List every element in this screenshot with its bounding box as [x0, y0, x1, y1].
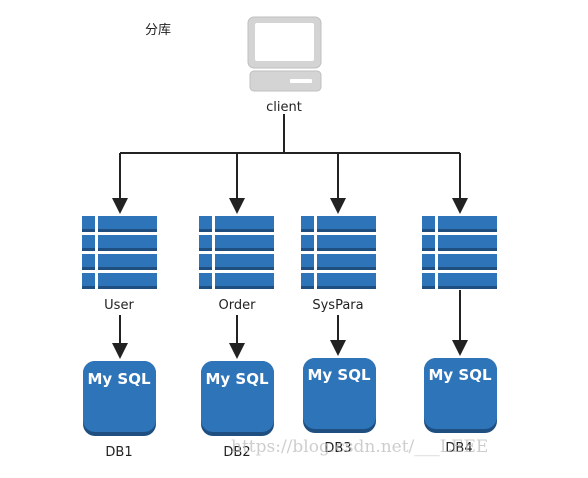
table-order-label: Order [219, 298, 257, 313]
table-syspara-icon [301, 216, 376, 289]
table-db-connectors [112, 290, 468, 359]
db2-badge: My SQL [205, 370, 268, 388]
db2-label: DB2 [223, 445, 250, 460]
diagram-title: 分库 [145, 22, 171, 38]
table-order-icon [199, 216, 274, 289]
db1-label: DB1 [105, 445, 132, 460]
client-computer-icon [247, 16, 322, 92]
db1-mysql-icon: My SQL [83, 361, 156, 436]
db2-mysql-icon: My SQL [201, 361, 274, 436]
client-label: client [266, 100, 302, 115]
db3-mysql-icon: My SQL [303, 358, 376, 433]
db3-label: DB3 [324, 441, 351, 456]
db1-badge: My SQL [87, 370, 150, 388]
watermark: https://blog.csdn.net/___LEEE [231, 437, 488, 457]
db4-mysql-icon: My SQL [424, 358, 497, 433]
table-user-icon [82, 216, 157, 289]
table-fourth-icon [422, 216, 497, 289]
table-syspara-label: SysPara [312, 298, 363, 313]
client-connectors [112, 114, 468, 214]
db4-label: DB4 [445, 441, 472, 456]
db4-badge: My SQL [428, 366, 491, 384]
db3-badge: My SQL [307, 366, 370, 384]
table-user-label: User [104, 298, 134, 313]
